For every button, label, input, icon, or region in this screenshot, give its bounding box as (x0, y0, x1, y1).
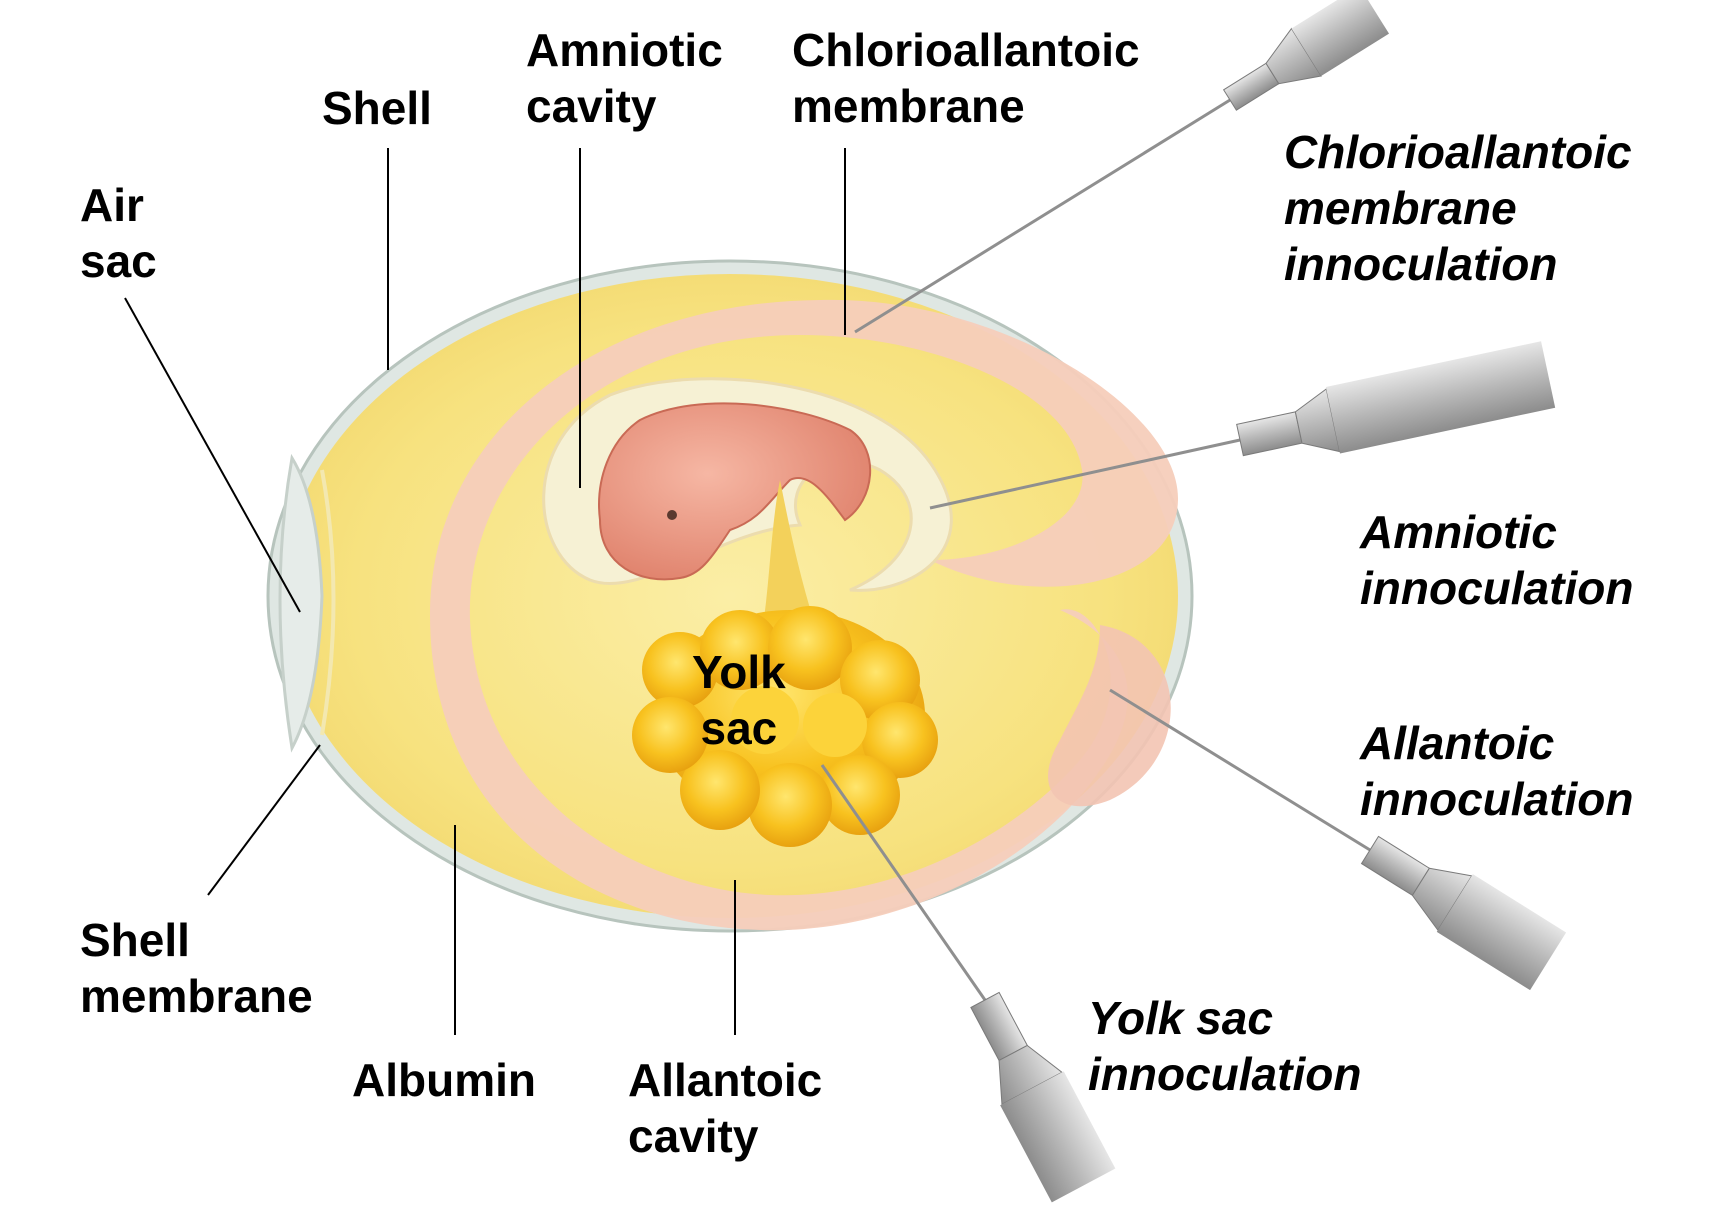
label-allantoic-cavity: Allantoic cavity (628, 1052, 822, 1164)
leader-shell-membrane (208, 745, 320, 895)
label-albumin: Albumin (352, 1052, 536, 1108)
label-amniotic-cavity: Amniotic cavity (526, 22, 723, 134)
label-chorioallantoic-inoculation: Chlorioallantoic membrane innoculation (1284, 124, 1632, 292)
label-shell-membrane: Shell membrane (80, 912, 313, 1024)
leader-air-sac (125, 298, 300, 612)
label-chorioallantoic-membrane: Chlorioallantoic membrane (792, 22, 1140, 134)
label-allantoic-inoculation: Allantoic innoculation (1360, 715, 1633, 827)
label-yolk-sac: Yolk sac (692, 644, 786, 756)
label-air-sac: Air sac (80, 177, 157, 289)
label-shell: Shell (322, 80, 432, 136)
label-yolk-sac-inoculation: Yolk sac innoculation (1088, 990, 1361, 1102)
label-amniotic-inoculation: Amniotic innoculation (1360, 504, 1633, 616)
